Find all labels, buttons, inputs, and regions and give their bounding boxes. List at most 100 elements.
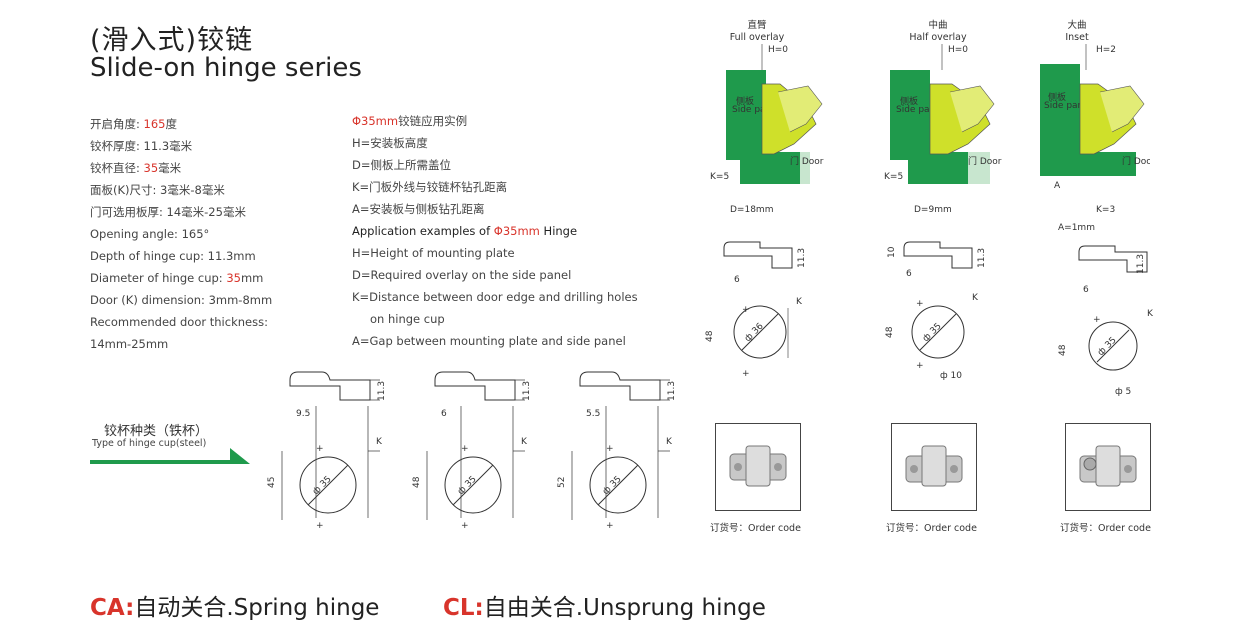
svg-text:ф 35: ф 35 — [921, 321, 944, 344]
notes-line: K=Distance between door edge and drillin… — [352, 290, 638, 304]
svg-text:K=5: K=5 — [884, 172, 903, 182]
overlay-diagram-full: H=0 侧板 Side panel 门 Door K=5 D=18mm — [710, 44, 824, 215]
spring-hinge-label: CA:自动关合.Spring hinge — [90, 595, 380, 621]
svg-text:侧板: 侧板 — [1048, 91, 1066, 103]
cup1-k: K — [376, 437, 383, 447]
svg-text:A=1mm: A=1mm — [1058, 223, 1095, 233]
overlay-diagrams: H=0 侧板 Side panel 门 Door K=5 D=18mm H=0 … — [710, 44, 1150, 233]
cup-type-en: Type of hinge cup(steel) — [92, 438, 207, 449]
spec-list: 开启角度: 165度 铰杯厚度: 11.3毫米 铰杯直径: 35毫米 面板(K)… — [90, 113, 272, 355]
cup-diagram-3: 11.3 5.5 ф 35 + + K 52 — [557, 371, 677, 531]
svg-text:ф 10: ф 10 — [940, 371, 962, 381]
right-cup-diagrams: 11.3 6 + + ф 36 K 48 10 11.3 6 + + ф 35 … — [705, 241, 1154, 397]
spec-line: Depth of hinge cup: 11.3mm — [90, 249, 256, 263]
spec-line: Opening angle: 165° — [90, 227, 210, 241]
plus-icon: + — [316, 444, 324, 454]
svg-text:侧板: 侧板 — [736, 95, 754, 107]
svg-text:11.3: 11.3 — [1136, 254, 1146, 274]
unsprung-hinge-label: CL:自由关合.Unsprung hinge — [443, 595, 766, 621]
notes-line: H=Height of mounting plate — [352, 246, 515, 260]
cup2-dia: ф 35 — [456, 474, 479, 497]
svg-text:侧板: 侧板 — [900, 95, 918, 107]
spec-line: 铰杯厚度: 11.3毫米 — [90, 139, 193, 153]
svg-text:门 Door: 门 Door — [968, 155, 1002, 167]
svg-text:48: 48 — [705, 330, 715, 342]
svg-text:+: + — [1093, 315, 1101, 325]
notes-line: H=安装板高度 — [352, 136, 428, 150]
svg-text:H=2: H=2 — [1096, 45, 1116, 55]
green-arrow-icon — [90, 448, 250, 464]
plus-icon: + — [606, 444, 614, 454]
svg-text:10: 10 — [887, 246, 897, 258]
order-code-2: 订货号：Order code — [886, 523, 977, 534]
svg-text:ф 36: ф 36 — [743, 321, 766, 344]
svg-text:门 Door: 门 Door — [1122, 155, 1150, 167]
svg-text:+: + — [916, 361, 924, 371]
notes-en-head: Application examples of Φ35mm Hinge — [352, 224, 578, 238]
spec-line: 开启角度: 165度 — [90, 117, 177, 131]
notes-cn-head: Φ35mm铰链应用实例 — [352, 114, 468, 128]
svg-text:Side panel: Side panel — [732, 105, 779, 115]
cup1-dia: ф 35 — [311, 474, 334, 497]
spec-line: Recommended door thickness: — [90, 315, 268, 329]
plus-icon: + — [316, 521, 324, 531]
svg-text:K: K — [796, 297, 803, 307]
cup2-height: 48 — [412, 476, 422, 488]
svg-text:6: 6 — [734, 275, 740, 285]
notes-line: D=Required overlay on the side panel — [352, 268, 572, 282]
svg-text:H=0: H=0 — [948, 45, 968, 55]
notes-line: K=门板外线与铰链杯钻孔距离 — [352, 180, 508, 194]
hinge-plate-icon — [905, 445, 963, 487]
svg-text:K=5: K=5 — [710, 172, 729, 182]
notes-line: A=Gap between mounting plate and side pa… — [352, 334, 626, 348]
spec-line: 门可选用板厚: 14毫米-25毫米 — [90, 205, 246, 219]
hinge-plate-icon — [1079, 445, 1137, 487]
spec-line: 面板(K)尺寸: 3毫米-8毫米 — [90, 183, 225, 197]
cup-diagram-2: 11.3 6 ф 35 + + K 48 — [412, 371, 532, 531]
notes-line: A=安装板与侧板钻孔距离 — [352, 202, 485, 216]
svg-text:6: 6 — [906, 269, 912, 279]
cup2-k: K — [521, 437, 528, 447]
cup3-dia: ф 35 — [601, 474, 624, 497]
cup3-k: K — [666, 437, 673, 447]
page-title-en: Slide-on hinge series — [90, 53, 362, 83]
notes-line: on hinge cup — [370, 312, 445, 326]
cup-diagram-row: 11.3 9.5 ф 35 + + K 45 11.3 6 ф 35 + + K… — [267, 371, 677, 531]
cup3-height: 52 — [557, 477, 567, 488]
spec-line: 14mm-25mm — [90, 337, 169, 351]
cup-diagram-1: 11.3 9.5 ф 35 + + K 45 — [267, 371, 387, 531]
right-cup-2: 10 11.3 6 + + ф 35 K ф 10 48 — [885, 241, 987, 381]
svg-text:+: + — [916, 299, 924, 309]
svg-text:门 Door: 门 Door — [790, 155, 824, 167]
spec-line: Diameter of hinge cup: 35mm — [90, 271, 264, 285]
overlay-diagram-half: H=0 侧板 Side panel 门 Door K=5 D=9mm — [884, 44, 1002, 215]
cup3-offset: 5.5 — [586, 409, 600, 419]
order-code-1: 订货号：Order code — [710, 523, 801, 534]
right-cup-3: 11.3 6 + ф 35 K ф 5 48 — [1058, 245, 1154, 397]
hinge-plate-icon — [729, 445, 787, 487]
svg-text:H=0: H=0 — [768, 45, 788, 55]
svg-text:K: K — [972, 293, 979, 303]
cup-type-cn: 铰杯种类（铁杯） — [104, 424, 209, 439]
svg-text:+: + — [742, 369, 750, 379]
svg-text:A: A — [1054, 181, 1061, 191]
svg-text:11.3: 11.3 — [977, 248, 987, 268]
cup1-offset: 9.5 — [296, 409, 310, 419]
application-notes: Φ35mm铰链应用实例 H=安装板高度 D=侧板上所需盖位 K=门板外线与铰链杯… — [352, 110, 638, 352]
order-code-3: 订货号：Order code — [1060, 523, 1151, 534]
svg-text:Side panel: Side panel — [1044, 101, 1091, 111]
svg-text:ф 5: ф 5 — [1115, 387, 1131, 397]
spec-line: 铰杯直径: 35毫米 — [90, 161, 182, 175]
svg-text:48: 48 — [885, 326, 895, 338]
product-photo-2 — [891, 423, 977, 511]
svg-text:K: K — [1147, 309, 1154, 319]
cup1-depth: 11.3 — [377, 381, 387, 401]
svg-text:D=18mm: D=18mm — [730, 205, 773, 215]
product-photo-3 — [1065, 423, 1151, 511]
svg-text:48: 48 — [1058, 344, 1068, 356]
cup2-depth: 11.3 — [522, 381, 532, 401]
svg-text:ф 35: ф 35 — [1096, 335, 1119, 358]
